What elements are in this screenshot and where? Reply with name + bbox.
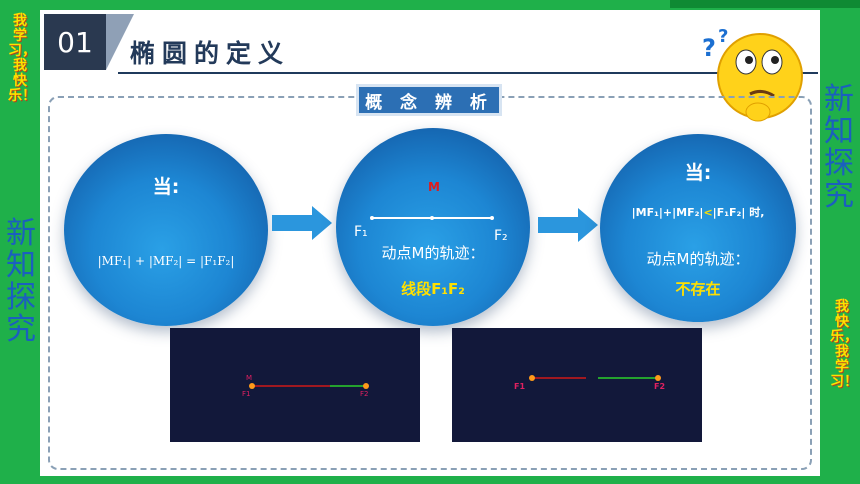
circle3-condition: |MF₁|+|MF₂|<|F₁F₂| 时, [600,204,796,220]
svg-text:?: ? [718,26,728,47]
image2-f2-label: F2 [654,382,666,391]
slide-title: 椭圆的定义 [130,39,291,68]
point-m-label: M [428,180,440,194]
condition-circle-less: 当: |MF₁|+|MF₂|<|F₁F₂| 时, 动点M的轨迹： 不存在 [600,134,796,322]
image1-m-label: M [246,374,253,382]
no-trajectory-animation-image: F1 F2 [452,328,702,442]
svg-text:?: ? [702,34,716,62]
point-f1-label: F₁ [354,224,368,240]
segment-animation-drawing [249,383,369,389]
segment-animation-image: M F1 F2 [170,328,420,442]
slide-number: 01 [44,14,106,70]
arrow-right-icon [538,208,598,242]
number-tab-tail [106,14,134,70]
right-slogan: 我快乐，我学习！ [830,299,858,390]
title-underline [118,72,818,74]
image1-f1-label: F1 [242,390,251,398]
circle1-formula: |MF₁| + |MF₂| = |F₁F₂| [97,254,235,268]
circle1-heading: 当: [152,176,180,198]
section-tag: 概 念 辨 析 [356,84,502,116]
image2-f1-label: F1 [514,382,526,391]
circle3-result: 不存在 [675,280,721,298]
circle2-result: 线段F₁F₂ [401,280,465,298]
condition-operator: < [703,206,713,219]
circle2-trajectory-text: 动点M的轨迹： [381,244,485,262]
image1-f2-label: F2 [360,390,369,398]
circle3-heading: 当: [684,162,712,184]
circle3-trajectory-text: 动点M的轨迹： [646,250,750,268]
top-right-bar [670,0,860,8]
condition-circle-segment: M F₁ F₂ 动点M的轨迹： 线段F₁F₂ [336,128,530,326]
condition-circle-equal: 当: |MF₁| + |MF₂| = |F₁F₂| [64,134,268,326]
left-slogan: 我学习，我快乐！ [8,13,36,104]
right-section-label: 新知探究 [824,82,854,213]
condition-right: |F₁F₂| 时, [712,206,765,219]
condition-left: |MF₁|+|MF₂| [631,206,704,219]
segment-diagram [370,216,494,220]
no-trajectory-animation-drawing [529,375,661,381]
point-f2-label: F₂ [494,228,508,244]
left-section-label: 新知探究 [6,216,36,347]
arrow-right-icon [272,206,332,240]
